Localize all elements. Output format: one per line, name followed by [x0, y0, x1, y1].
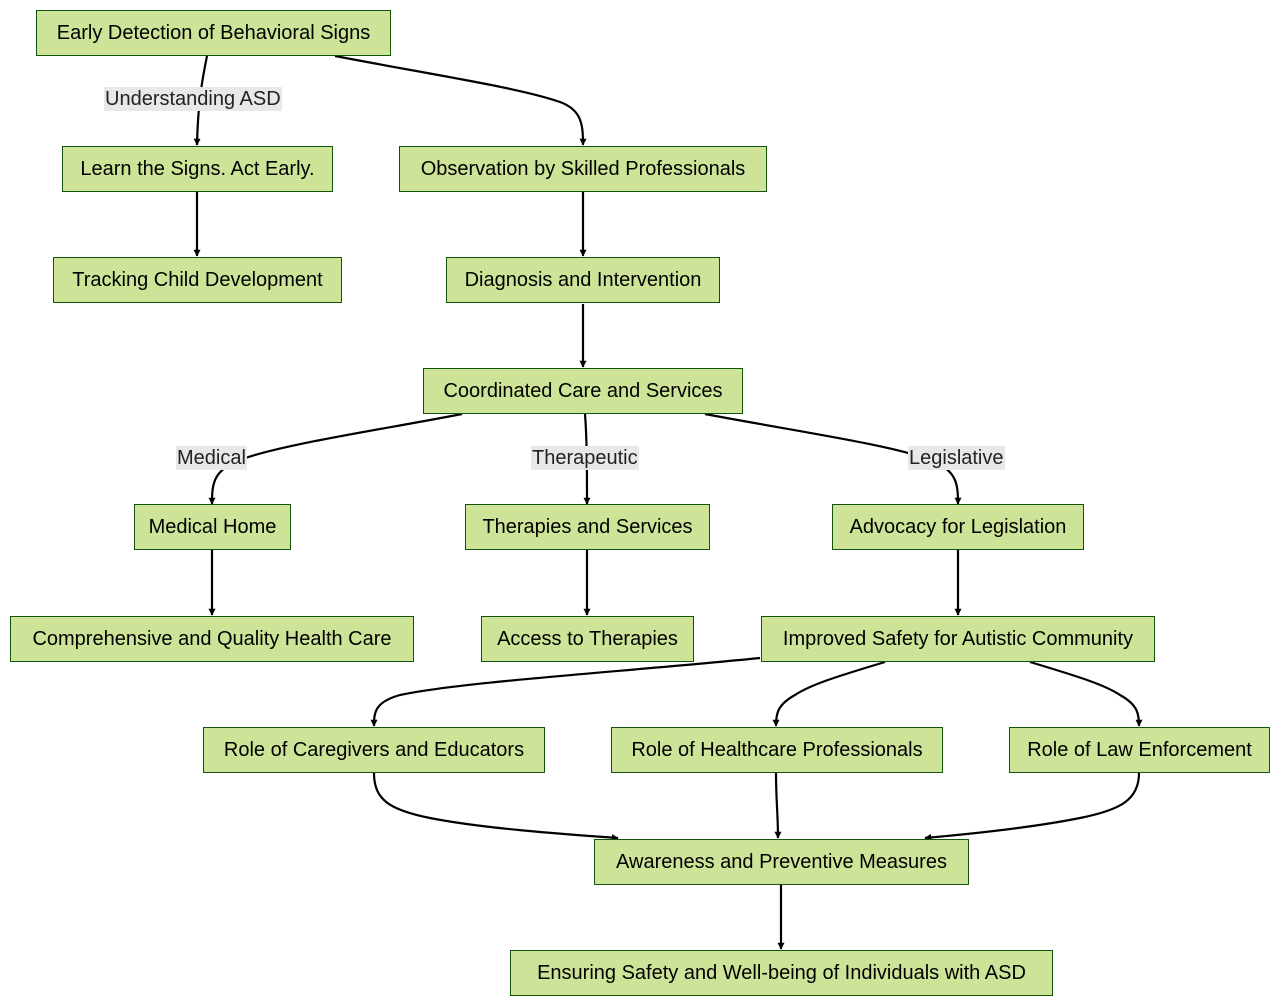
node-ensuring-safety: Ensuring Safety and Well-being of Indivi…: [510, 950, 1053, 996]
edge-n12-n14: [772, 660, 886, 727]
node-observation-professionals: Observation by Skilled Professionals: [399, 146, 767, 192]
node-access-therapies: Access to Therapies: [481, 616, 694, 662]
edge-label-therapeutic: Therapeutic: [531, 446, 639, 470]
node-diagnosis-intervention: Diagnosis and Intervention: [446, 257, 720, 303]
node-role-caregivers-educators: Role of Caregivers and Educators: [203, 727, 545, 773]
node-tracking-development: Tracking Child Development: [53, 257, 342, 303]
edge-label-understanding-asd: Understanding ASD: [104, 87, 282, 111]
edge-n6-n7: [208, 412, 463, 505]
node-improved-safety: Improved Safety for Autistic Community: [761, 616, 1155, 662]
node-therapies-services: Therapies and Services: [465, 504, 710, 550]
node-early-detection: Early Detection of Behavioral Signs: [36, 10, 391, 56]
edge-n15-n16: [924, 772, 1141, 841]
node-learn-the-signs: Learn the Signs. Act Early.: [62, 146, 333, 192]
edge-n13-n16: [372, 772, 619, 842]
node-coordinated-care: Coordinated Care and Services: [423, 368, 743, 414]
edge-n12-n15: [1029, 660, 1143, 727]
node-comprehensive-health-care: Comprehensive and Quality Health Care: [10, 616, 414, 662]
edge-n1-n3: [334, 54, 587, 146]
node-medical-home: Medical Home: [134, 504, 291, 550]
edge-label-legislative: Legislative: [908, 446, 1005, 470]
node-role-healthcare-professionals: Role of Healthcare Professionals: [611, 727, 943, 773]
edge-n14-n16: [774, 772, 782, 839]
edge-label-medical: Medical: [176, 446, 247, 470]
node-awareness-preventive: Awareness and Preventive Measures: [594, 839, 969, 885]
node-advocacy-legislation: Advocacy for Legislation: [832, 504, 1084, 550]
node-role-law-enforcement: Role of Law Enforcement: [1009, 727, 1270, 773]
edge-n12-n13: [370, 656, 761, 727]
